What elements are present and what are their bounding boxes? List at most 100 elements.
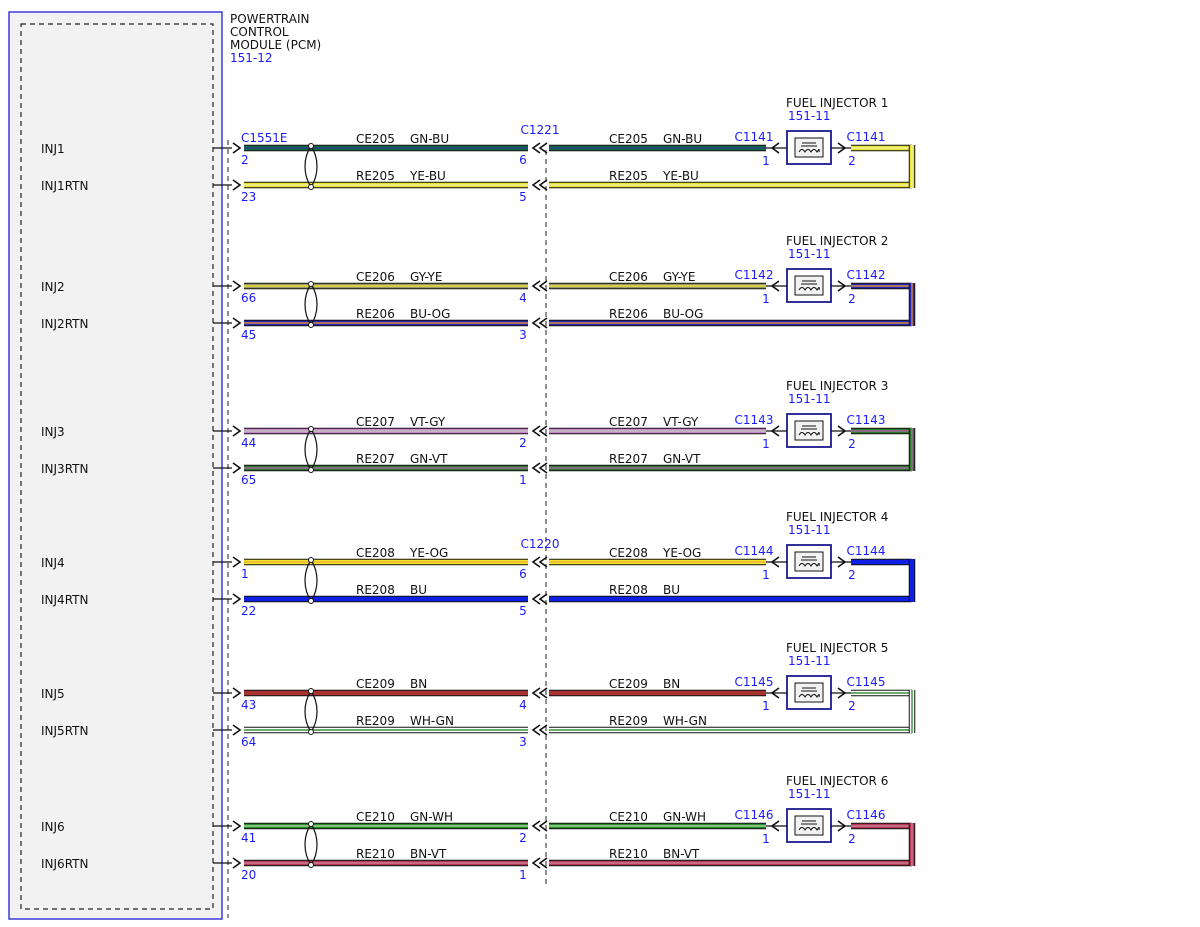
- pcm-pin-label-signal: INJ1: [41, 142, 65, 156]
- color-label-return: GN-VT: [663, 452, 701, 466]
- circuit-label-signal: CE206: [356, 270, 395, 284]
- circuit-label-return: RE205: [356, 169, 395, 183]
- pcm-ref: 151-12: [230, 51, 273, 65]
- injector-title: FUEL INJECTOR 3: [786, 379, 888, 393]
- injector-arrow-icon: [837, 687, 847, 699]
- circuit-label-signal: CE210: [356, 810, 395, 824]
- injector-title: FUEL INJECTOR 4: [786, 510, 888, 524]
- pcm-connector-label: C1551E: [241, 131, 288, 145]
- fuel-injector-coil-icon: [786, 675, 832, 710]
- pcm-arrow-icon: [232, 556, 242, 568]
- pcm-arrow-icon: [232, 142, 242, 154]
- twisted-pair-icon: [304, 821, 318, 868]
- pcm-pin-label-return: INJ2RTN: [41, 317, 88, 331]
- color-label-signal: YE-OG: [409, 546, 448, 560]
- circuit-label-return: RE209: [609, 714, 648, 728]
- inline-pin-number: 3: [519, 735, 527, 749]
- injector-arrow-icon: [837, 425, 847, 437]
- inline-arrow-icon: [538, 556, 548, 568]
- injector-ref: 151-11: [788, 787, 831, 801]
- injector-ref: 151-11: [788, 247, 831, 261]
- circuit-label-return: RE210: [356, 847, 395, 861]
- inline-arrow-icon: [531, 724, 541, 736]
- injector-connector-label-right: C1144: [847, 544, 886, 558]
- injector-arrow-icon: [770, 687, 780, 699]
- injector-arrow-icon: [837, 142, 847, 154]
- inline-pin-number: 5: [519, 604, 527, 618]
- inline-arrow-icon: [531, 857, 541, 869]
- inline-arrow-icon: [531, 556, 541, 568]
- injector-pin-number: 1: [762, 832, 770, 846]
- injector-pin-number: 1: [762, 292, 770, 306]
- injector-connector-label-left: C1144: [735, 544, 774, 558]
- injector-pin-number: 2: [848, 832, 856, 846]
- pcm-pin-number: 65: [241, 473, 256, 487]
- injector-pin-number: 2: [848, 568, 856, 582]
- inline-pin-number: 3: [519, 328, 527, 342]
- injector-pin-number: 1: [762, 568, 770, 582]
- inline-arrow-icon: [538, 317, 548, 329]
- pcm-pin-label-return: INJ5RTN: [41, 724, 88, 738]
- pcm-arrow-icon: [232, 593, 242, 605]
- pcm-pin-label-signal: INJ3: [41, 425, 65, 439]
- pcm-pin-label-return: INJ4RTN: [41, 593, 88, 607]
- twisted-pair-icon: [304, 426, 318, 473]
- color-label-signal: BN: [410, 677, 427, 691]
- injector-ref: 151-11: [788, 523, 831, 537]
- pcm-pin-label-return: INJ6RTN: [41, 857, 88, 871]
- pcm-pin-number: 41: [241, 831, 256, 845]
- circuit-label-signal: CE206: [609, 270, 648, 284]
- inline-arrow-icon: [538, 179, 548, 191]
- injector-connector-label-left: C1146: [735, 808, 774, 822]
- inline-connector-label: C1221: [521, 123, 560, 137]
- color-label-return: BU: [410, 583, 427, 597]
- pcm-pin-number: 23: [241, 190, 256, 204]
- pcm-title-line-1: POWERTRAIN: [230, 12, 310, 26]
- inline-arrow-icon: [531, 280, 541, 292]
- pcm-arrow-icon: [232, 179, 242, 191]
- inline-arrow-icon: [538, 280, 548, 292]
- pcm-title-line-2: CONTROL: [230, 25, 289, 39]
- twisted-pair-icon: [304, 143, 318, 190]
- color-label-signal: GN-WH: [410, 810, 453, 824]
- circuit-label-return: RE207: [609, 452, 648, 466]
- circuit-label-return: RE207: [356, 452, 395, 466]
- pcm-module-inner-border: [20, 23, 214, 910]
- injector-title: FUEL INJECTOR 1: [786, 96, 888, 110]
- fuel-injector-coil-icon: [786, 130, 832, 165]
- injector-arrow-icon: [770, 280, 780, 292]
- pcm-arrow-icon: [232, 687, 242, 699]
- inline-pin-number: 6: [519, 567, 527, 581]
- injector-pin-number: 1: [762, 437, 770, 451]
- color-label-signal: GN-WH: [663, 810, 706, 824]
- inline-connector-label: C1220: [521, 537, 560, 551]
- fuel-injector-coil-icon: [786, 268, 832, 303]
- inline-arrow-icon: [538, 857, 548, 869]
- color-label-signal: YE-OG: [662, 546, 701, 560]
- inline-arrow-icon: [531, 820, 541, 832]
- inline-pin-number: 4: [519, 698, 527, 712]
- circuit-label-return: RE209: [356, 714, 395, 728]
- inline-arrow-icon: [531, 425, 541, 437]
- inline-pin-number: 6: [519, 153, 527, 167]
- pcm-pin-label-signal: INJ4: [41, 556, 65, 570]
- color-label-signal: GN-BU: [410, 132, 449, 146]
- circuit-label-return: RE208: [356, 583, 395, 597]
- injector-connector-label-right: C1142: [847, 268, 886, 282]
- circuit-label-return: RE205: [609, 169, 648, 183]
- injector-ref: 151-11: [788, 392, 831, 406]
- circuit-label-return: RE206: [356, 307, 395, 321]
- inline-pin-number: 1: [519, 868, 527, 882]
- color-label-return: WH-GN: [663, 714, 707, 728]
- injector-arrow-icon: [837, 820, 847, 832]
- circuit-label-signal: CE209: [609, 677, 648, 691]
- pcm-pin-number: 43: [241, 698, 256, 712]
- color-label-return: YE-BU: [409, 169, 446, 183]
- pcm-pin-label-return: INJ1RTN: [41, 179, 88, 193]
- color-label-return: BN-VT: [663, 847, 700, 861]
- injector-arrow-icon: [770, 820, 780, 832]
- inline-arrow-icon: [531, 317, 541, 329]
- injector-connector-label-right: C1146: [847, 808, 886, 822]
